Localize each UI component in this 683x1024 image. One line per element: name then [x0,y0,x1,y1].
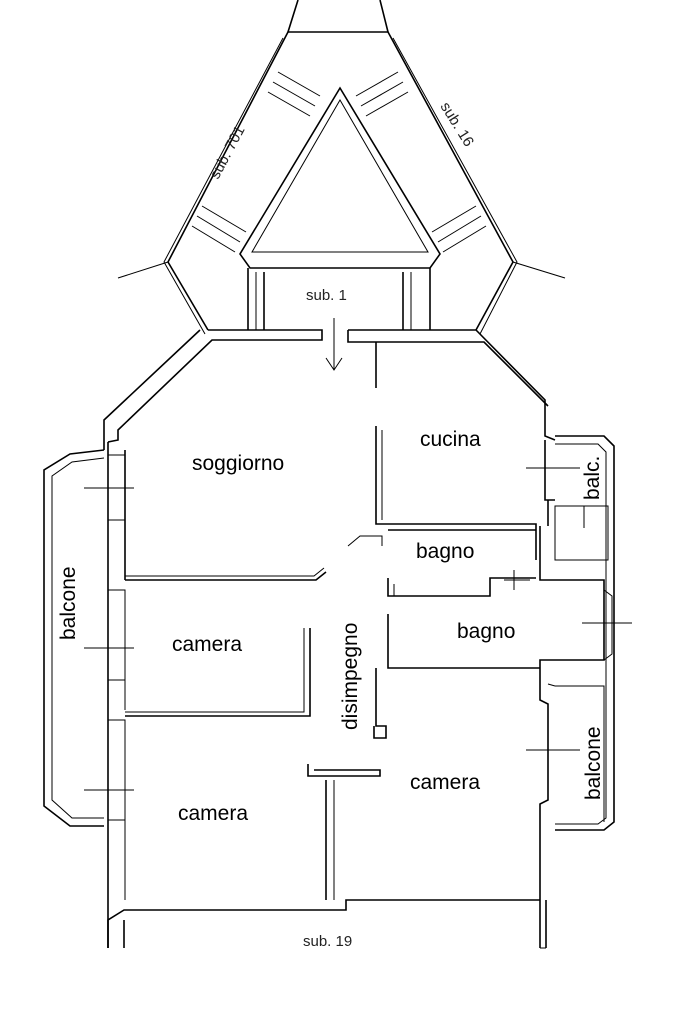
room-disimpegno: disimpegno [339,623,362,730]
room-balcone-right: balcone [582,726,605,800]
entrance-arrow-icon [325,318,343,371]
label-sub-19: sub. 19 [303,933,352,950]
label-sub-701: sub. 701 [207,123,249,182]
room-camera-middle: camera [172,633,242,656]
room-cucina: cucina [420,428,481,451]
room-bagno-small: bagno [416,540,474,563]
room-bagno-large: bagno [457,620,515,643]
room-soggiorno: soggiorno [192,452,284,475]
stair-structure [117,0,566,335]
apartment-walls [43,329,632,948]
room-balcone-left: balcone [57,566,80,640]
room-camera-right: camera [410,771,480,794]
room-balc: balc. [581,456,604,500]
label-sub-16: sub. 16 [437,99,477,150]
label-sub-1: sub. 1 [306,287,347,304]
room-camera-bottom-left: camera [178,802,248,825]
interior-walls [125,342,546,949]
